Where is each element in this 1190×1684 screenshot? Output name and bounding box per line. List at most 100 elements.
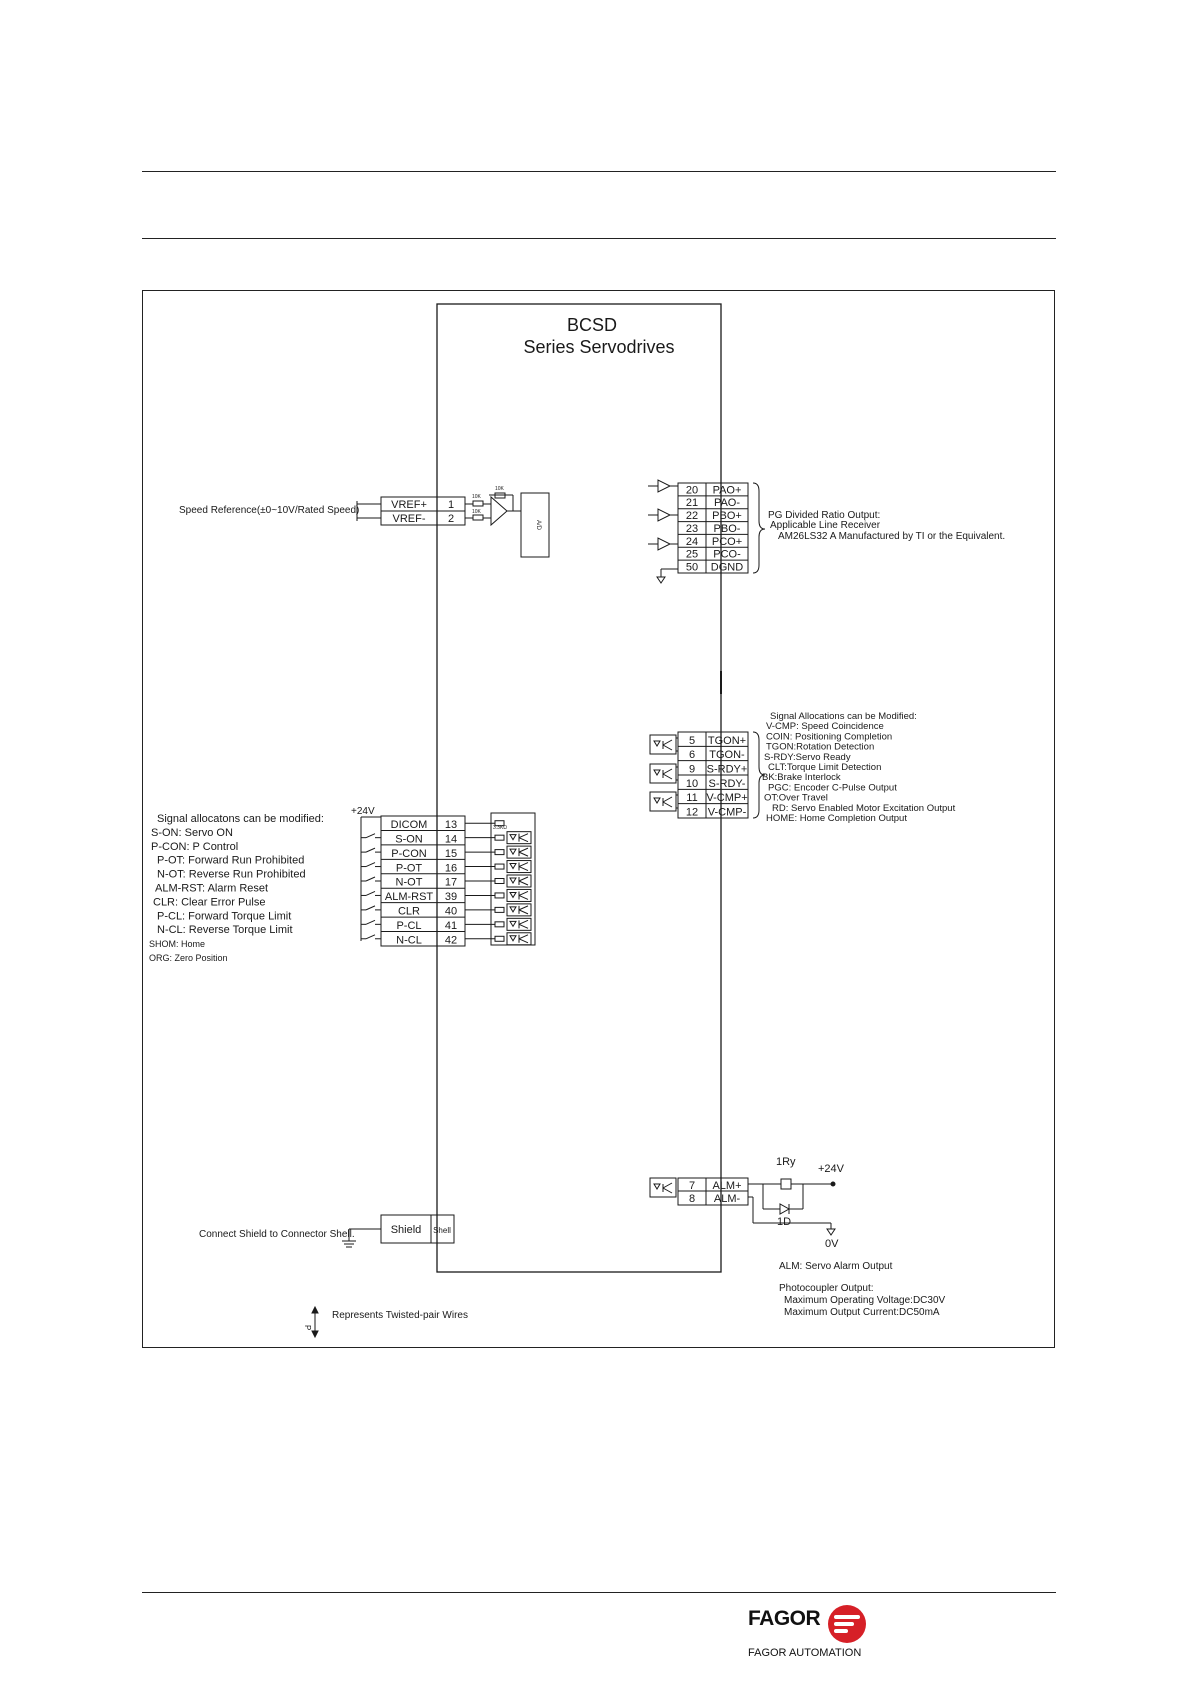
drive-subtitle: Series Servodrives [523,337,674,357]
input-note: SHOM: Home [149,939,205,949]
pg-note-2: Applicable Line Receiver [770,520,881,531]
pg-pin-num: 21 [686,497,698,509]
input-photocoupler [506,874,532,888]
out-photocoupler [649,763,678,784]
fagor-logo-word: FAGOR [748,1607,821,1630]
input-note: CLR: Clear Error Pulse [153,896,265,908]
out-note: OT:Over Travel [764,793,828,804]
out-brace [752,731,766,819]
header-rule-bottom [142,238,1056,239]
pg-pin-num: 25 [686,549,698,561]
input-pin-num: 16 [445,862,457,874]
input-pin-num: 41 [445,920,457,932]
input-pin-name: P-OT [396,862,423,874]
pg-line-drivers [648,479,678,584]
out-pin-num: 6 [689,749,695,761]
out-note: COIN: Positioning Completion [766,731,892,742]
photo-note-3: Maximum Output Current:DC50mA [784,1307,940,1318]
pg-pin-name: PCO+ [712,536,742,548]
input-pin-num: 14 [445,833,457,845]
out-pin-num: 10 [686,778,698,790]
input-photocoupler [506,888,532,902]
ad-converter [520,492,550,558]
input-supply-label: +24V [351,806,375,817]
fagor-logo: FAGOR FAGOR AUTOMATION [748,1605,868,1661]
out-note: BK:Brake Interlock [762,772,841,783]
pg-pin-name: PCO- [713,549,741,561]
out-note: V-CMP: Speed Coincidence [766,721,884,732]
alm-minus-label: ALM- [714,1193,741,1205]
input-resistor-array [490,812,536,946]
photo-note-1: Photocoupler Output: [779,1283,874,1294]
input-pin-num: 13 [445,819,457,831]
out-note: CLT:Torque Limit Detection [768,762,881,773]
input-note: ORG: Zero Position [149,953,228,963]
wiring-diagram-frame: BCSD Series Servodrives Speed Reference(… [142,290,1055,1348]
input-pin-name: CLR [398,906,420,918]
res-1-label: 10K [472,494,482,500]
relay-label: 1Ry [776,1156,796,1168]
out-note: RD: Servo Enabled Motor Excitation Outpu… [772,803,956,814]
footer-rule [142,1592,1056,1593]
out-pin-num: 11 [686,792,697,804]
pg-note-3: AM26LS32 A Manufactured by TI or the Equ… [778,531,1005,542]
input-photocoupler [506,903,532,917]
input-pin-name: S-ON [395,833,423,845]
pg-pin-num: 50 [686,562,698,574]
input-note: P-CL: Forward Torque Limit [157,910,291,922]
op-amp [490,495,508,527]
legend-text: Represents Twisted-pair Wires [332,1310,468,1321]
header-rule-top [142,171,1056,172]
pg-note-1: PG Divided Ratio Output: [768,510,880,521]
out-pin-num: 5 [689,735,695,747]
pg-pin-name: PBO+ [712,510,742,522]
input-photocoupler [506,845,532,859]
pg-pin-num: 22 [686,510,698,522]
input-pin-name: P-CON [391,848,427,860]
input-pin-num: 40 [445,906,457,918]
res-2-label: 10K [472,509,482,515]
alm-photocoupler [649,1177,677,1198]
input-photocoupler [506,932,532,946]
pg-pin-num: 20 [686,484,698,496]
input-note: P-CON: P Control [151,841,238,853]
input-pin-name: DICOM [391,819,428,831]
relay-coil [780,1178,792,1190]
out-note: S-RDY:Servo Ready [764,752,851,763]
alarm-note: ALM: Servo Alarm Output [779,1261,893,1272]
out-pin-name: TGON+ [708,735,746,747]
res-3-label: 10K [495,486,505,492]
alm-minus-pin: 8 [689,1193,695,1205]
pg-pin-num: 24 [686,536,698,548]
input-photocoupler [506,831,532,845]
out-note: Signal Allocations can be Modified: [770,711,917,722]
input-photocoupler [506,860,532,874]
input-pin-num: 15 [445,848,457,860]
input-pin-name: P-CL [396,920,421,932]
diode-label: 1D [777,1216,791,1228]
pg-pin-name: PAO+ [713,484,742,496]
wiring-diagram: BCSD Series Servodrives Speed Reference(… [149,303,1005,1339]
shield-connect-label: Connect Shield to Connector Shell. [199,1229,355,1240]
speed-ref-label: Speed Reference(±0~10V/Rated Speed) [179,505,359,516]
drive-title: BCSD [567,315,617,335]
shield-box-label: Shield [391,1224,422,1236]
pg-brace [752,482,766,574]
pg-pin-name: DGND [711,562,743,574]
input-pin-name: ALM-RST [385,891,434,903]
out-note: PGC: Encoder C-Pulse Output [768,782,897,793]
input-res-label: 3.3KΩ [493,825,507,831]
vref-minus-label: VREF- [393,513,426,525]
out-pin-num: 9 [689,764,695,776]
pg-name-box [705,482,749,574]
input-note: N-CL: Reverse Torque Limit [157,924,293,936]
pg-pin-name: PAO- [714,497,740,509]
out-photocoupler [649,791,678,812]
input-note: ALM-RST: Alarm Reset [155,883,268,895]
legend-p: P [303,1325,312,1330]
photo-note-2: Maximum Operating Voltage:DC30V [784,1295,946,1306]
out-pin-name: S-RDY- [709,778,746,790]
out-pin-name: V-CMP- [708,807,747,819]
input-pin-num: 39 [445,891,457,903]
input-note: Signal allocatons can be modified: [157,813,324,825]
